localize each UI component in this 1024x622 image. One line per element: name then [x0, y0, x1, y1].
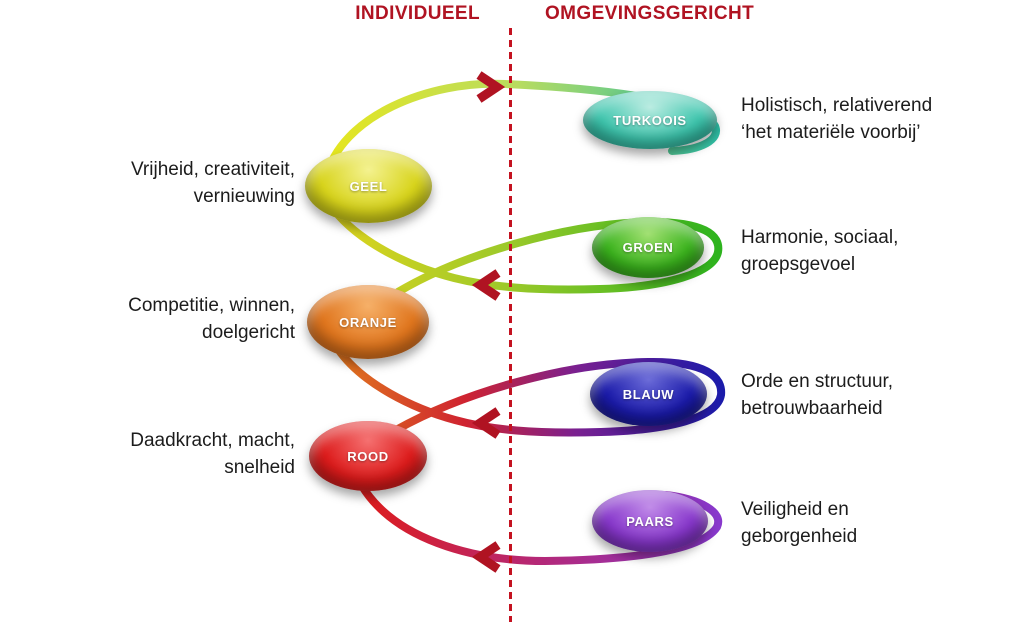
desc-line: groepsgevoel	[741, 254, 856, 275]
arc-rood-blauw-oranje	[334, 345, 726, 437]
oval-turkois: TURKOOIS	[583, 91, 717, 149]
desc-turkois: Holistisch, relativerend ‘het materiële …	[741, 92, 1011, 146]
desc-line: Orde en structuur,	[741, 371, 894, 392]
desc-line: Veiligheid en	[741, 499, 849, 520]
desc-line: betrouwbaarheid	[741, 398, 883, 419]
arrow-left-icon	[471, 541, 501, 573]
desc-line: doelgericht	[202, 322, 295, 343]
oval-geel: GEEL	[305, 149, 432, 223]
arc-oranje-groen-geel	[330, 206, 723, 296]
desc-line: Holistisch, relativerend	[741, 95, 933, 116]
header-individueel: INDIVIDUEEL	[355, 3, 480, 24]
desc-geel: Vrijheid, creativiteit, vernieuwing	[45, 156, 295, 210]
oval-label: ORANJE	[339, 314, 397, 330]
desc-rood: Daadkracht, macht, snelheid	[45, 427, 295, 481]
arc-paars-to-rood	[358, 482, 723, 566]
oval-paars: PAARS	[592, 490, 708, 552]
oval-rood: ROOD	[309, 421, 427, 491]
desc-groen: Harmonie, sociaal, groepsgevoel	[741, 224, 1011, 278]
arrow-left-icon	[471, 269, 501, 301]
oval-label: PAARS	[626, 513, 674, 529]
desc-line: vernieuwing	[193, 186, 295, 207]
arrow-right-icon	[476, 71, 506, 103]
oval-groen: GROEN	[592, 217, 704, 278]
oval-oranje: ORANJE	[307, 285, 429, 359]
desc-line: ‘het materiële voorbij’	[741, 122, 921, 143]
header-omgevingsgericht: OMGEVINGSGERICHT	[545, 3, 755, 24]
desc-blauw: Orde en structuur, betrouwbaarheid	[741, 368, 1011, 422]
desc-line: Harmonie, sociaal,	[741, 227, 899, 248]
desc-line: snelheid	[224, 457, 295, 478]
oval-label: TURKOOIS	[613, 112, 687, 128]
desc-line: geborgenheid	[741, 526, 858, 547]
center-divider-line	[509, 28, 512, 622]
oval-blauw: BLAUW	[590, 362, 707, 426]
oval-label: ROOD	[347, 448, 389, 464]
arc-geel-to-turkoois	[322, 79, 720, 182]
oval-label: GROEN	[622, 240, 674, 255]
desc-paars: Veiligheid en geborgenheid	[741, 496, 1011, 550]
desc-oranje: Competitie, winnen, doelgericht	[45, 292, 295, 346]
desc-line: Competitie, winnen,	[128, 295, 295, 316]
oval-label: GEEL	[349, 178, 388, 194]
oval-label: BLAUW	[622, 386, 675, 402]
arrow-left-icon	[471, 407, 501, 439]
desc-line: Daadkracht, macht,	[130, 430, 295, 451]
desc-line: Vrijheid, creativiteit,	[130, 159, 295, 180]
